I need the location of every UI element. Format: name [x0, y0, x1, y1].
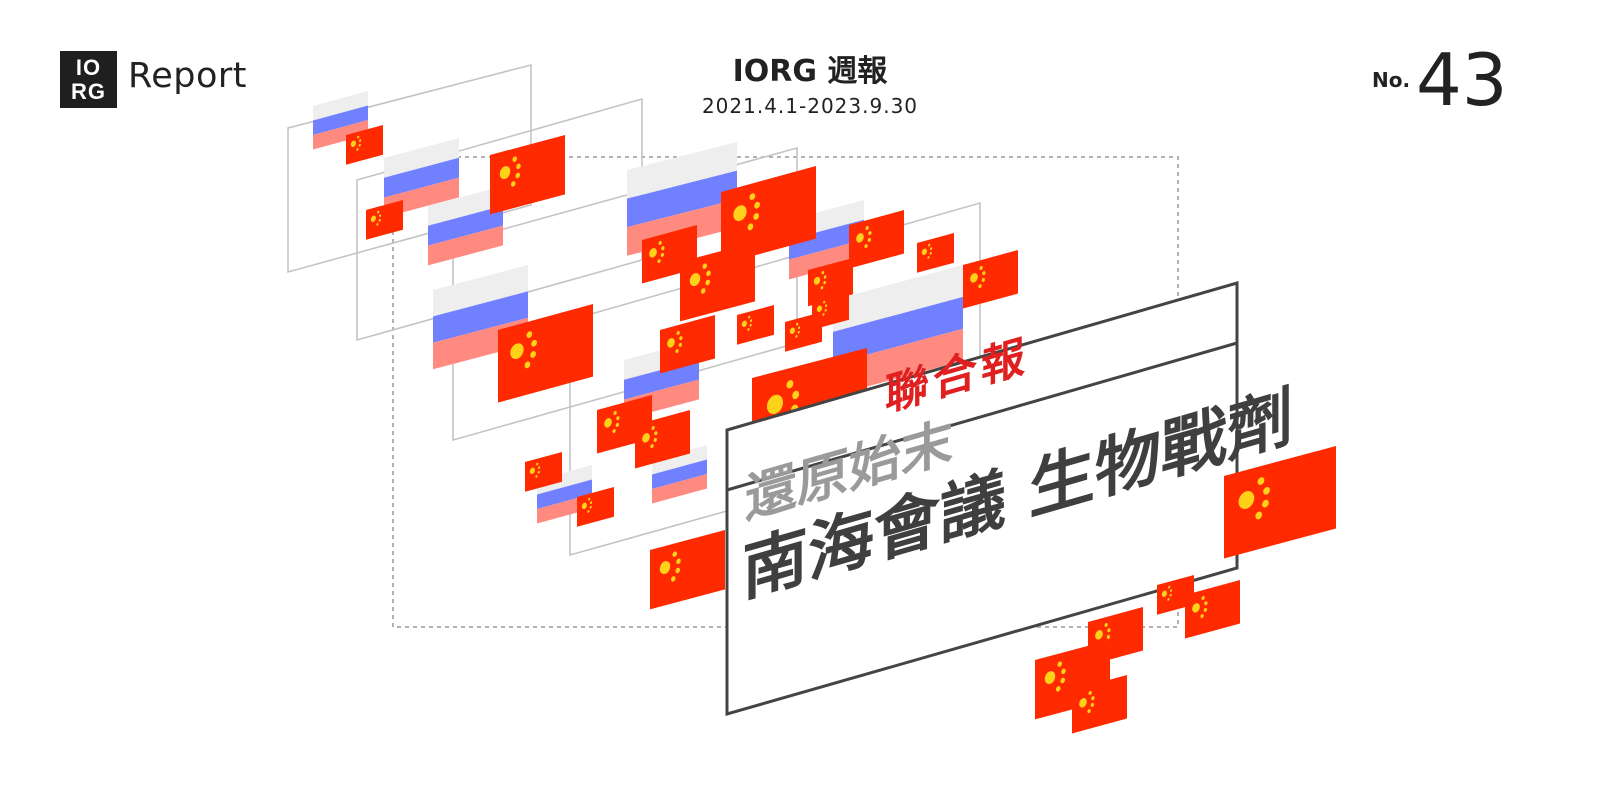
page-title: IORG 週報	[732, 54, 888, 89]
card-divider	[726, 341, 1238, 492]
issue-number: 43	[1416, 38, 1508, 122]
issue-prefix: No.	[1372, 68, 1411, 92]
report-label: Report	[128, 56, 248, 96]
logo-text-top: IO	[75, 54, 102, 80]
panel-1	[287, 63, 532, 274]
date-range: 2021.4.1-2023.9.30	[701, 94, 919, 118]
logo-text-bottom: RG	[71, 78, 106, 104]
iorg-logo: IO RG	[60, 51, 117, 108]
card-outline	[725, 281, 1239, 716]
